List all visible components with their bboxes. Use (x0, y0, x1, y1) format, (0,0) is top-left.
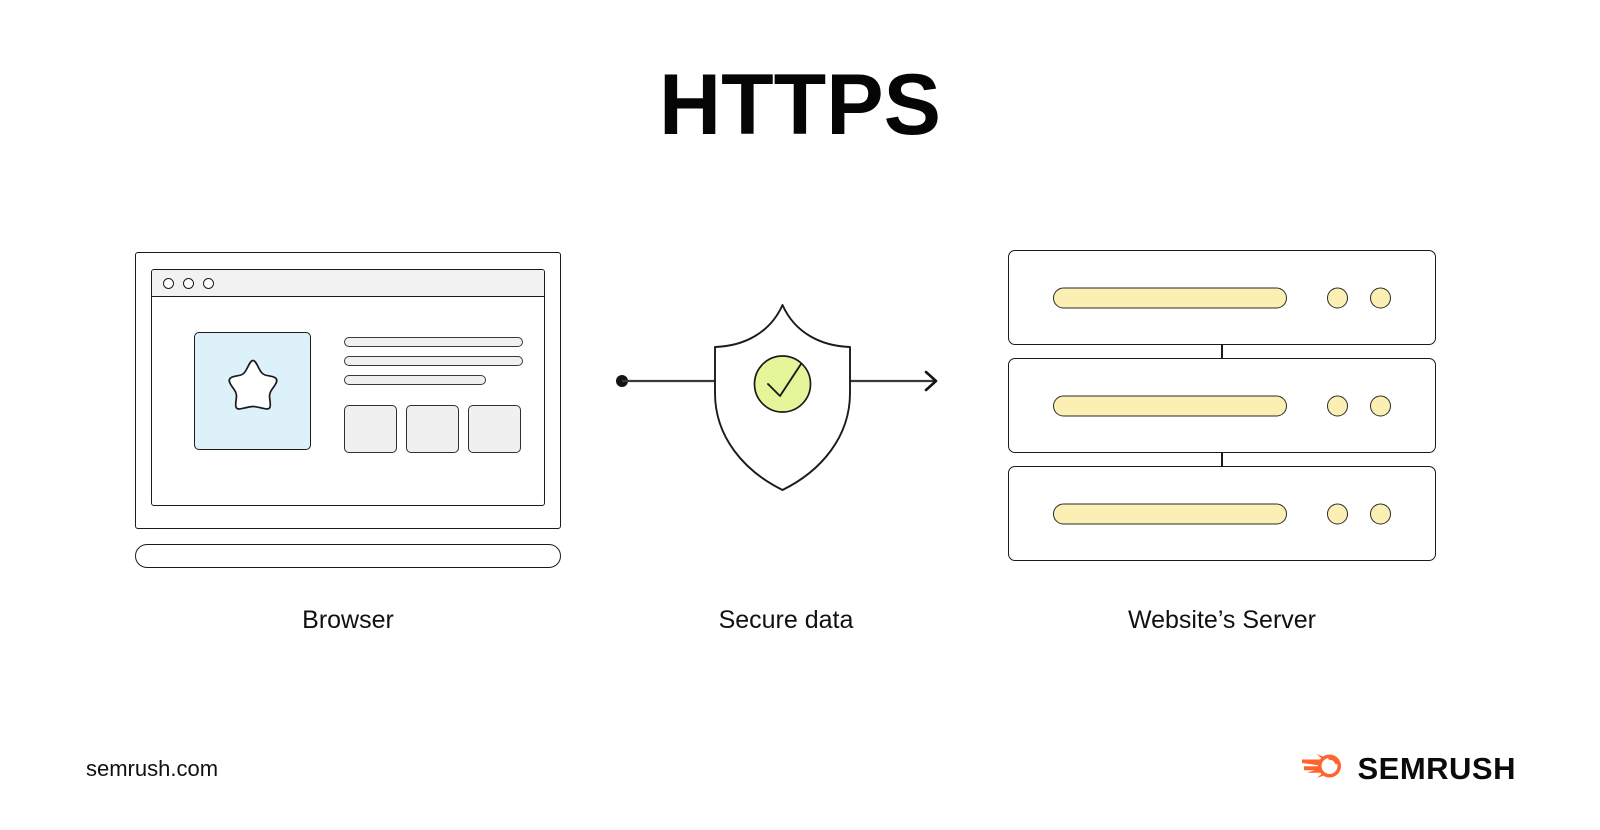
rack-connector (1221, 453, 1223, 467)
content-tile (344, 405, 397, 453)
text-line (344, 375, 486, 385)
window-dot-icon-3 (203, 277, 214, 289)
semrush-comet-icon (1302, 750, 1346, 787)
window-dot-icon-2 (183, 277, 194, 289)
browser-illustration (135, 252, 563, 597)
server-illustration (1008, 250, 1438, 600)
shield-check-icon (714, 304, 851, 491)
rack-status-bar (1053, 503, 1287, 524)
image-placeholder (194, 332, 311, 450)
rack-led-icon (1370, 503, 1391, 524)
window-dot-icon-1 (163, 277, 174, 289)
server-rack (1008, 250, 1436, 345)
rack-led-icon (1327, 395, 1348, 416)
server-rack (1008, 358, 1436, 453)
text-line (344, 356, 523, 366)
secure-data-illustration (610, 285, 955, 535)
caption-secure-data: Secure data (718, 606, 854, 634)
rack-connector (1221, 345, 1223, 359)
browser-titlebar (152, 270, 544, 297)
content-tile (468, 405, 521, 453)
rack-status-bar (1053, 395, 1287, 416)
server-rack (1008, 466, 1436, 561)
laptop-screen (135, 252, 561, 529)
rack-led-icon (1327, 287, 1348, 308)
browser-window (151, 269, 545, 506)
rack-status-bar (1053, 287, 1287, 308)
content-tile (406, 405, 459, 453)
caption-browser: Browser (302, 606, 394, 634)
text-line (344, 337, 523, 347)
caption-website-server: Website’s Server (1127, 606, 1317, 634)
rack-led-icon (1370, 287, 1391, 308)
semrush-logo: SEMRUSH (1302, 750, 1516, 787)
page-title: HTTPS (659, 57, 941, 153)
star-icon (217, 354, 289, 429)
semrush-wordmark: SEMRUSH (1357, 750, 1516, 786)
laptop-base (135, 544, 561, 568)
tile-group (344, 405, 521, 453)
rack-led-icon (1370, 395, 1391, 416)
rack-led-icon (1327, 503, 1348, 524)
footer-url: semrush.com (86, 756, 219, 781)
text-line-group (344, 337, 523, 394)
diagram-stage (0, 230, 1600, 590)
